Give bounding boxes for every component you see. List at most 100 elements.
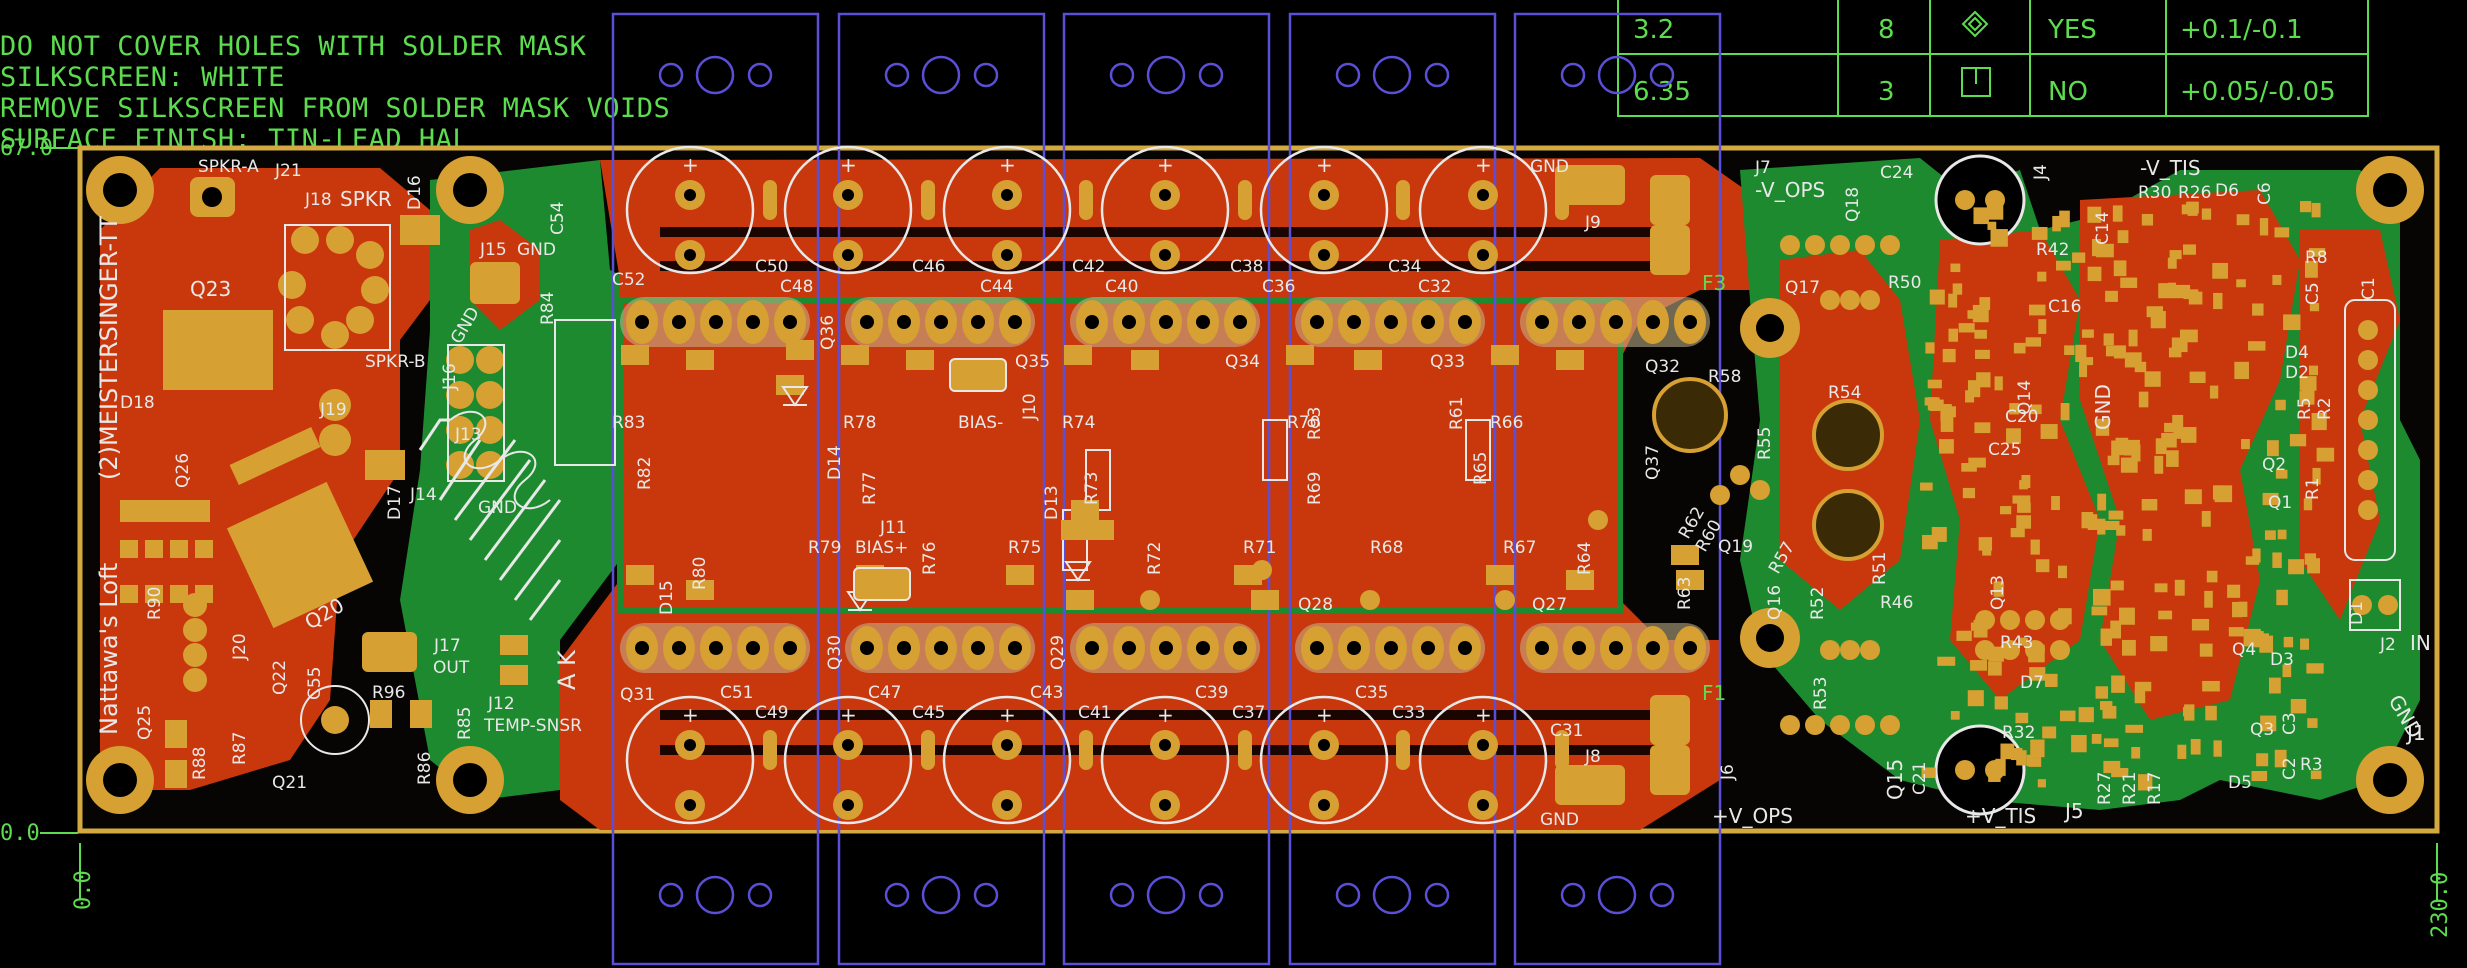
smd-pad[interactable] [2019,480,2028,490]
smd-pad[interactable] [2248,341,2266,351]
capacitor-link-pad[interactable] [1555,730,1569,770]
smd-pad[interactable] [1927,397,1938,411]
smd-pad[interactable] [1979,297,1991,310]
smd-pad[interactable] [1676,570,1704,590]
smd-pad[interactable] [2166,450,2179,467]
smd-pad[interactable] [2209,385,2219,399]
smd-pad[interactable] [2010,748,2023,761]
smd-pad[interactable] [2189,371,2206,383]
smd-pad[interactable] [2105,290,2118,302]
component-pad[interactable] [1840,640,1860,660]
smd-pad[interactable] [1986,201,2004,220]
smd-pad[interactable] [2030,404,2042,415]
component-pad[interactable] [1710,485,1730,505]
smd-pad[interactable] [2103,333,2114,346]
smd-pad[interactable] [2081,511,2094,529]
smd-pad[interactable] [2252,548,2261,563]
component-pad[interactable] [1805,715,1825,735]
smd-pad[interactable] [2108,510,2124,520]
smd-pad[interactable] [2144,371,2161,387]
smd-pad[interactable] [2110,620,2122,639]
smd-pad[interactable] [1354,350,1382,370]
capacitor-link-pad[interactable] [1079,730,1093,770]
capacitor-link-pad[interactable] [763,180,777,220]
smd-pad[interactable] [1974,422,1991,434]
smd-pad[interactable] [2299,391,2315,405]
smd-pad[interactable] [2283,636,2294,648]
smd-pad[interactable] [2309,303,2320,312]
smd-pad[interactable] [1958,323,1975,333]
smd-pad[interactable] [2164,422,2173,433]
smd-pad[interactable] [2310,770,2322,780]
smd-pad[interactable] [1556,350,1584,370]
smd-pad[interactable] [2167,282,2177,293]
smd-pad[interactable] [2277,529,2287,540]
smd-pad[interactable] [2138,391,2149,408]
smd-pad[interactable] [1950,711,1960,720]
component-pad[interactable] [2025,610,2045,630]
smd-pad[interactable] [2236,279,2246,288]
electrolytic-capacitors[interactable]: ++++++++++++ [625,145,1569,825]
smd-pad[interactable] [2115,437,2129,456]
smd-pad[interactable] [2138,774,2153,791]
smd-pad[interactable] [1975,349,1990,359]
component-pad[interactable] [2050,640,2070,660]
smd-pad[interactable] [2150,311,2166,329]
component-pad[interactable] [1860,640,1880,660]
smd-pad[interactable] [2202,680,2220,692]
smd-pad[interactable] [1086,520,1114,540]
smd-pad[interactable] [2259,218,2269,236]
right-region-components[interactable] [1555,154,2424,816]
capacitor-link-pad[interactable] [1079,180,1093,220]
smd-pad[interactable] [1486,565,1514,585]
smd-pad[interactable] [2150,636,2168,652]
capacitor-link-pad[interactable] [763,730,777,770]
smd-pad[interactable] [2232,601,2243,618]
smd-pad[interactable] [2169,250,2182,260]
component-pad[interactable] [1880,235,1900,255]
smd-pad[interactable] [2097,493,2107,511]
smd-pad[interactable] [2183,289,2199,300]
component-pad[interactable] [1780,715,1800,735]
smd-pad[interactable] [2128,329,2138,347]
driver-stage-components[interactable] [621,340,1704,612]
smd-pad[interactable] [2029,667,2046,681]
smd-pad[interactable] [2134,681,2152,692]
smd-pad[interactable] [2307,718,2318,728]
via-pad[interactable] [1140,590,1160,610]
smd-pad[interactable] [1961,463,1977,472]
smd-pad[interactable] [2299,376,2317,391]
smd-pad[interactable] [2119,607,2135,625]
smd-pad[interactable] [626,565,654,585]
capacitor-link-pad[interactable] [1238,180,1252,220]
jumper-pad[interactable] [949,358,1007,392]
smd-pad[interactable] [2260,715,2277,732]
smd-pad[interactable] [2017,502,2031,513]
smd-pad[interactable] [1942,348,1956,363]
smd-pad[interactable] [2058,565,2067,579]
smd-pad[interactable] [2006,428,2021,444]
smd-pad[interactable] [2282,664,2292,678]
smd-pad[interactable] [2204,590,2213,608]
smd-pad[interactable] [2013,342,2026,354]
smd-pad[interactable] [1952,283,1963,295]
jumper-pad[interactable] [853,567,911,601]
smd-pad[interactable] [2181,204,2190,215]
smd-pad[interactable] [2120,277,2138,288]
smd-pad[interactable] [1972,304,1989,323]
smd-pad[interactable] [2134,689,2146,704]
smd-pad[interactable] [2092,588,2111,606]
smd-pad[interactable] [2125,724,2144,733]
smd-pad[interactable] [2031,226,2048,240]
smd-pad[interactable] [686,350,714,370]
smd-pad[interactable] [2174,579,2185,596]
smd-pad[interactable] [2141,213,2154,226]
component-pad[interactable] [1855,715,1875,735]
smd-pad[interactable] [1948,293,1958,308]
component-pad[interactable] [1830,235,1850,255]
component-pad[interactable] [1805,235,1825,255]
smd-pad[interactable] [2201,510,2211,527]
smd-pad[interactable] [2012,495,2031,504]
component-pad[interactable] [1840,290,1860,310]
